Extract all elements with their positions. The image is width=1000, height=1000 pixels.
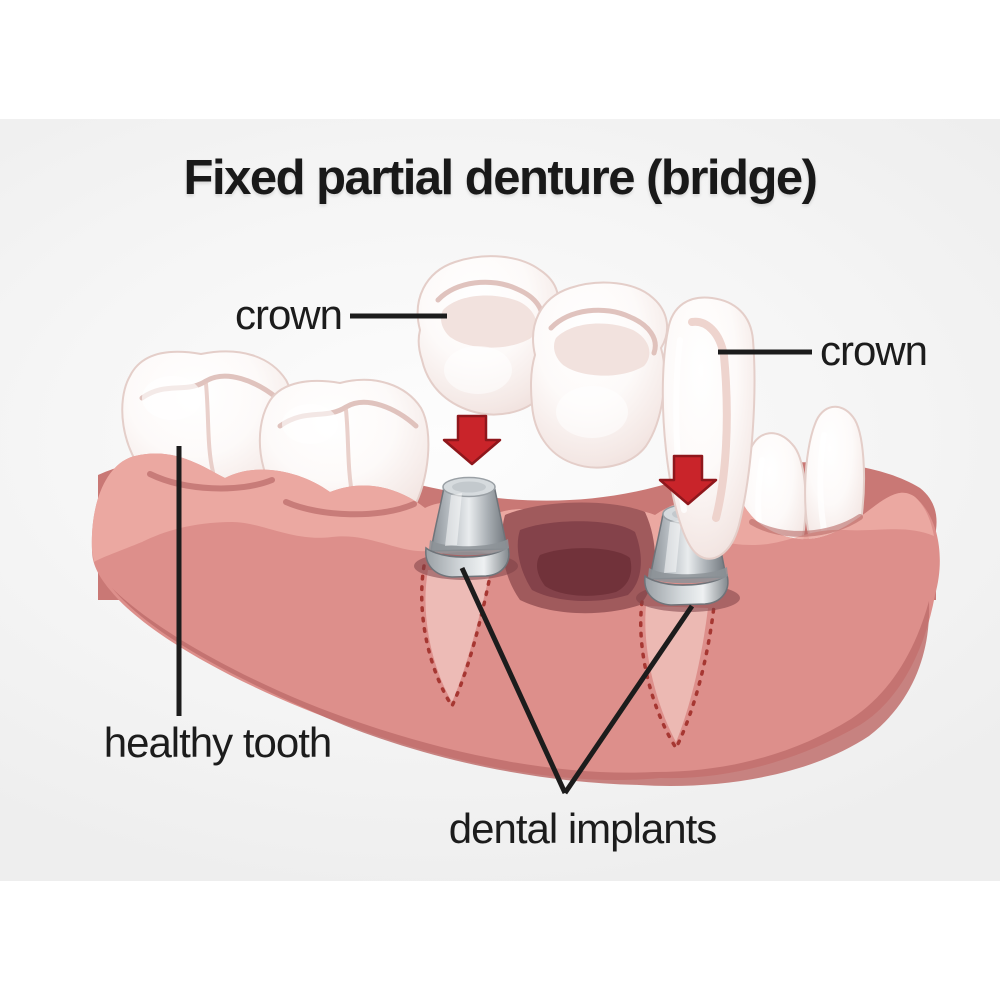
label-crown-right: crown [820, 327, 928, 374]
implant-left [414, 476, 518, 580]
down-arrow-left-icon [442, 414, 502, 466]
gum-margin-molar1 [147, 471, 275, 492]
gum-margin-molar2 [283, 499, 417, 518]
gum-margin-front-teeth [749, 514, 863, 537]
label-dental-implants: dental implants [448, 805, 718, 852]
diagram-title: Fixed partial denture (bridge) [183, 151, 818, 205]
leader-line-implant-right [562, 604, 695, 795]
root-outline-right [638, 600, 716, 752]
label-healthy-tooth: healthy tooth [103, 719, 333, 766]
bridge-crown-left [416, 255, 560, 416]
front-tooth-2 [804, 405, 866, 556]
down-arrow-right-icon [658, 454, 718, 506]
bridge-crown-middle [530, 281, 669, 469]
socket-cavity [501, 502, 656, 614]
leader-line-implant-left [459, 566, 568, 795]
leader-lines [176, 313, 812, 795]
label-crown-left: crown [234, 291, 343, 338]
